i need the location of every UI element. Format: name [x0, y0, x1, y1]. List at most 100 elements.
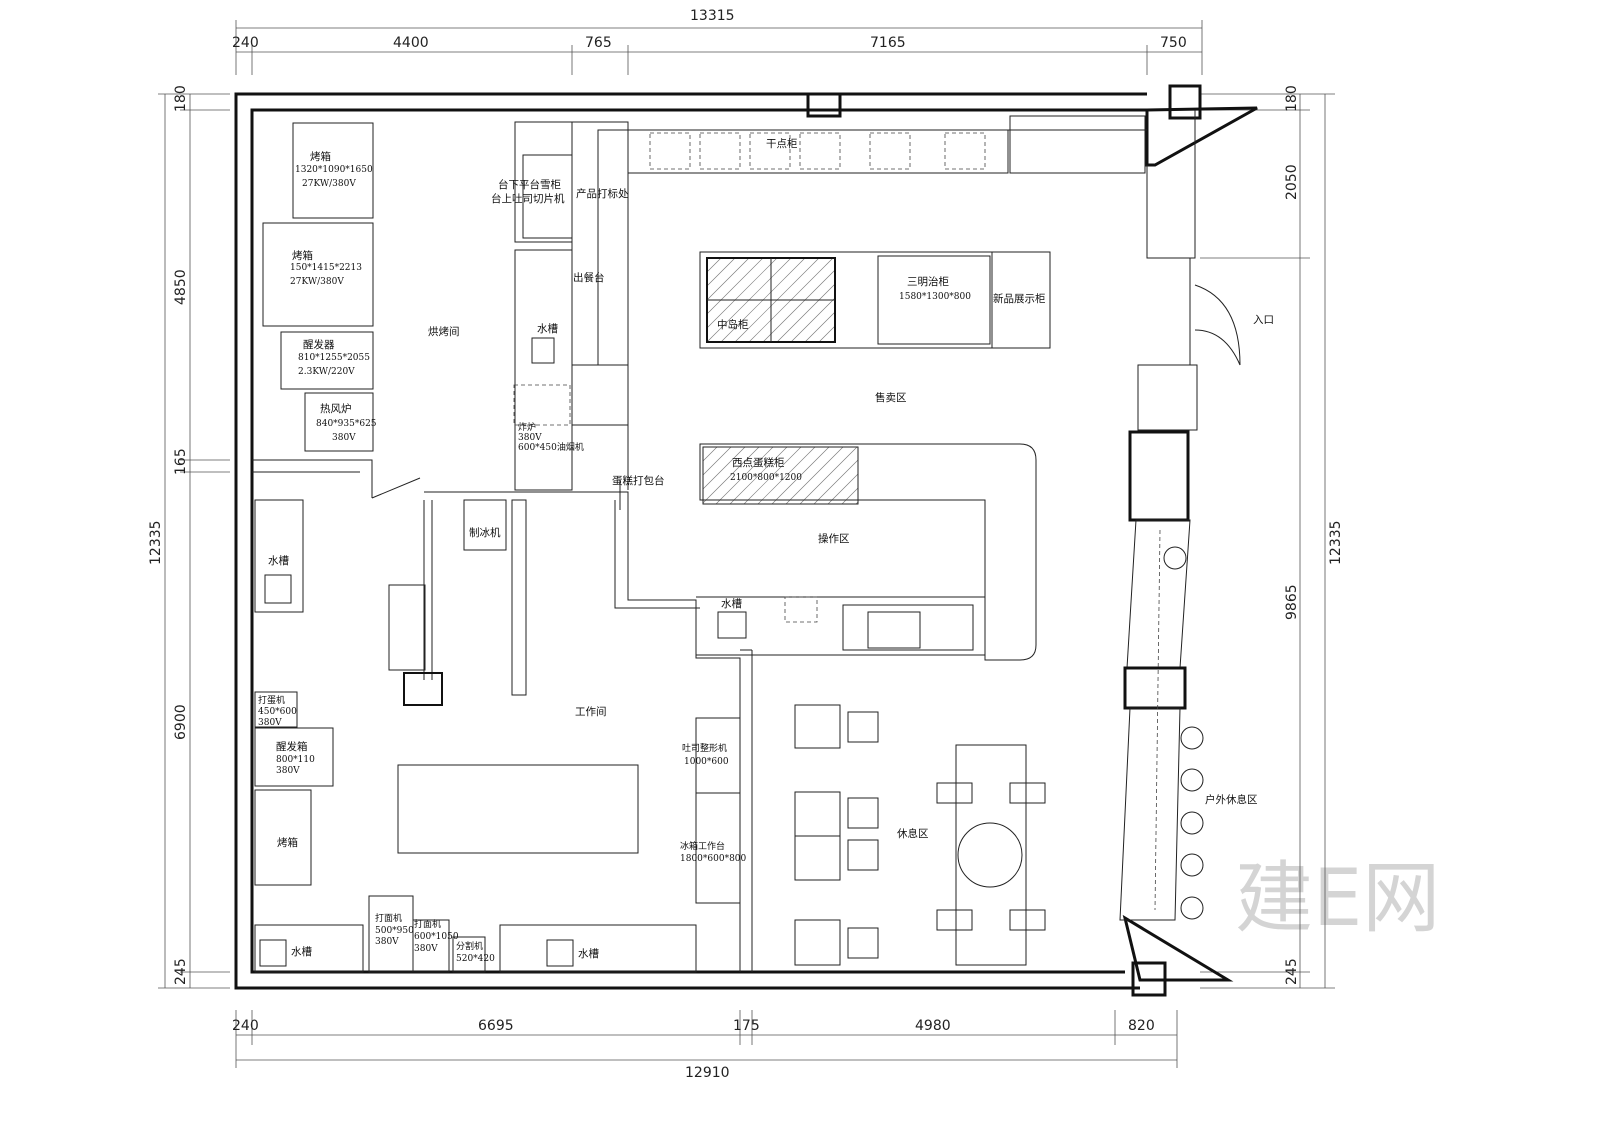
oven3-name: 烤箱 — [277, 836, 298, 849]
dim-bottom: 175 — [733, 1018, 760, 1034]
divider-name: 分割机 — [456, 940, 483, 952]
dim-left: 180 — [173, 85, 189, 112]
mixer2-name: 打面机 — [414, 918, 441, 930]
sink-label: 水槽 — [537, 323, 558, 335]
cabinet-section — [649, 132, 691, 170]
equipment-labels: 烤箱 1320*1090*1650 27KW/380V 烤箱 150*1415*… — [258, 137, 1046, 964]
sink-label: 水槽 — [291, 946, 312, 958]
fridge-bench-size: 1800*600*800 — [680, 854, 747, 864]
dim-top: 240 — [232, 35, 259, 51]
glass-hatch — [702, 446, 732, 476]
island-cabinet: 中岛柜 — [717, 318, 749, 331]
glass-hatch — [702, 446, 718, 462]
dim-bottom: 6695 — [478, 1018, 514, 1034]
proofer2-size: 800*110 — [276, 755, 315, 765]
dim-bottom-total: 12910 — [685, 1065, 730, 1081]
glass-hatch — [776, 283, 836, 343]
glass-hatch — [743, 446, 802, 505]
sink-label: 水槽 — [578, 948, 599, 960]
proofer2-power: 380V — [276, 766, 300, 776]
dim-top: 765 — [585, 35, 612, 51]
serving-counter: 出餐台 — [573, 271, 605, 284]
cake-cabinet-size: 2100*800*1200 — [730, 473, 802, 483]
dim-left-total: 12335 — [148, 520, 164, 565]
room-operation: 操作区 — [818, 532, 850, 545]
glass-hatch — [762, 269, 836, 343]
oven1-power: 27KW/380V — [302, 179, 356, 189]
oven2-size: 150*1415*2213 — [290, 263, 362, 273]
dim-right: 2050 — [1284, 164, 1300, 200]
toast-shaper-size: 1000*600 — [684, 757, 729, 767]
hot-air-name: 热风炉 — [320, 402, 352, 415]
glass-hatch — [841, 487, 859, 505]
dim-left: 4850 — [173, 269, 189, 305]
hot-air-size: 840*935*625 — [316, 419, 377, 429]
glass-hatch — [706, 257, 750, 301]
freezer-line2: 台上吐司切片机 — [491, 192, 565, 205]
room-sales: 售卖区 — [875, 391, 907, 404]
mixer1-name: 打面机 — [375, 912, 402, 924]
hot-air-power: 380V — [332, 433, 356, 443]
fryer-power: 380V — [518, 433, 542, 443]
entrance-label: 入口 — [1253, 314, 1274, 326]
glass-hatch — [818, 325, 836, 343]
dim-bottom: 4980 — [915, 1018, 951, 1034]
new-display: 新品展示柜 — [993, 292, 1046, 305]
dim-left: 165 — [173, 448, 189, 475]
glass-hatch — [729, 446, 788, 505]
dry-cabinet: 干点柜 — [766, 137, 798, 150]
glass-hatch — [804, 311, 836, 343]
ice-machine: 制冰机 — [469, 526, 501, 539]
cabinet-section — [749, 132, 791, 170]
glass-hatch — [702, 446, 760, 504]
dimension-lines — [158, 20, 1335, 1068]
dim-bottom: 240 — [232, 1018, 259, 1034]
dim-left: 245 — [173, 958, 189, 985]
dim-bottom: 820 — [1128, 1018, 1155, 1034]
oven1-size: 1320*1090*1650 — [295, 165, 373, 175]
fryer-name: 炸炉 — [518, 421, 536, 433]
cabinet-section — [944, 132, 986, 170]
egg-beater-size: 450*600 — [258, 707, 297, 717]
dim-left: 6900 — [173, 704, 189, 740]
sink-label: 水槽 — [268, 555, 289, 567]
room-outdoor: 户外休息区 — [1205, 793, 1258, 806]
glass-hatch — [706, 257, 722, 273]
oven2-name: 烤箱 — [292, 249, 313, 262]
glass-hatch — [715, 446, 774, 505]
dim-top: 4400 — [393, 35, 429, 51]
dimension-labels: 13315 240 4400 765 7165 750 12910 240 66… — [148, 8, 1344, 1081]
divider-size: 520*420 — [456, 954, 495, 964]
proofer2-name: 醒发箱 — [276, 740, 308, 753]
glass-hatch — [813, 459, 859, 505]
mixer1-size: 500*950 — [375, 926, 414, 936]
walls — [234, 84, 1258, 997]
freezer-line1: 台下平台雪柜 — [498, 178, 561, 191]
egg-beater-power: 380V — [258, 718, 282, 728]
cabinet-section — [699, 132, 741, 170]
mixer2-power: 380V — [414, 944, 438, 954]
glass-hatch — [790, 297, 836, 343]
mixer2-size: 600*1050 — [414, 932, 459, 942]
proofer1-name: 醒发器 — [303, 338, 335, 351]
toast-shaper-name: 吐司整形机 — [682, 742, 727, 754]
glass-hatch — [706, 257, 778, 329]
glass-hatch — [702, 446, 746, 490]
mixer1-power: 380V — [375, 937, 399, 947]
fridge-bench-name: 冰箱工作台 — [680, 840, 725, 852]
glass-hatch — [799, 446, 858, 505]
dim-top: 7165 — [870, 35, 906, 51]
glass-hatch — [785, 446, 844, 505]
sink-label: 水槽 — [721, 598, 742, 610]
oven1-name: 烤箱 — [310, 150, 331, 163]
fryer-hood: 600*450油烟机 — [518, 441, 584, 453]
glass-hatch — [706, 257, 764, 315]
room-rest: 休息区 — [897, 827, 929, 840]
glass-hatch — [827, 473, 859, 505]
room-work: 工作间 — [575, 705, 607, 718]
equipment-outlines — [254, 115, 1204, 973]
cake-pack-table: 蛋糕打包台 — [612, 474, 665, 487]
watermark-logo: 建E网 — [1235, 854, 1440, 944]
proofer1-size: 810*1255*2055 — [298, 353, 370, 363]
